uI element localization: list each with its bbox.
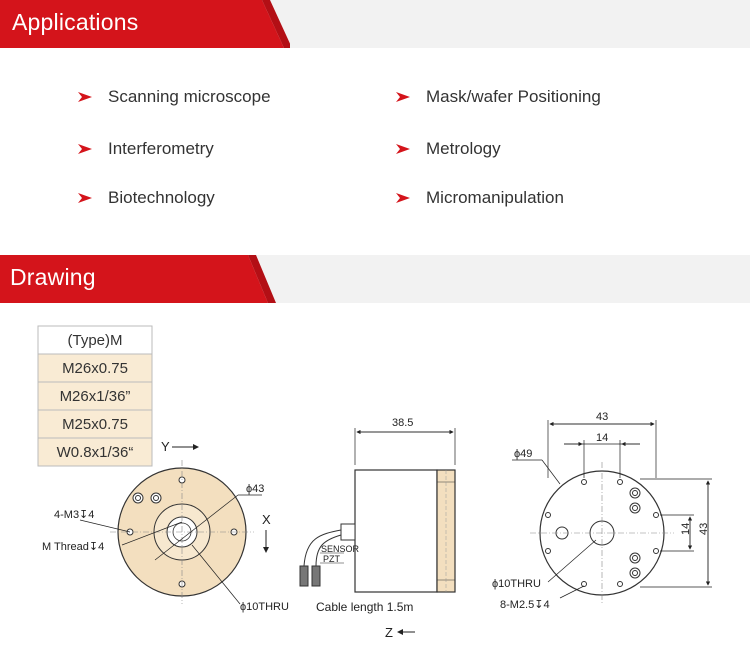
list-item: Mask/wafer Positioning xyxy=(426,87,601,106)
table-cell: W0.8x1/36“ xyxy=(57,444,134,461)
dimension-label: 14 xyxy=(680,523,692,535)
arrow-icon xyxy=(396,142,410,156)
applications-header: Applications xyxy=(0,0,750,48)
dimension-label: 43 xyxy=(698,523,710,535)
dimension-label: ϕ10THRU xyxy=(492,578,541,590)
table-cell: M25x0.75 xyxy=(62,416,128,433)
dimension-label: 4-M3↧4 xyxy=(54,509,94,521)
section-title: Drawing xyxy=(10,264,96,290)
axis-y-label: Y xyxy=(161,439,170,454)
dimension-label: 8-M2.5↧4 xyxy=(500,599,550,611)
list-item: Scanning microscope xyxy=(108,87,271,106)
arrow-icon xyxy=(396,90,410,104)
axis-z-label: Z xyxy=(385,625,393,640)
thread-type-table: (Type)M M26x0.75 M26x1/36” M25x0.75 W0.8… xyxy=(37,325,153,467)
table-cell: M26x1/36” xyxy=(60,388,131,405)
header-tab xyxy=(0,0,290,48)
list-item: Metrology xyxy=(426,139,501,158)
drawing-header: Drawing xyxy=(0,255,750,303)
dimension-label: 14 xyxy=(596,432,608,444)
back-view: ϕ49 43 14 14 43 ϕ10THRU 8-M2.5↧4 xyxy=(492,411,712,611)
arrow-icon xyxy=(78,90,92,104)
table-cell: M26x0.75 xyxy=(62,360,128,377)
cable-length-label: Cable length 1.5m xyxy=(316,600,413,614)
dimension-label: 38.5 xyxy=(392,417,413,429)
front-view: Y X ϕ43 4-M3↧4 M Thread↧4 ϕ10THRU xyxy=(42,439,289,613)
cable-label: SENSOR xyxy=(321,544,360,554)
dimension-label: M Thread↧4 xyxy=(42,541,104,553)
dimension-label: ϕ49 xyxy=(514,448,532,460)
header-tab xyxy=(0,255,276,303)
dimension-label: 43 xyxy=(596,411,608,423)
cable-label: PZT xyxy=(323,554,341,564)
arrow-icon xyxy=(396,191,410,205)
list-item: Biotechnology xyxy=(108,188,215,207)
side-view: SENSOR PZT 38.5 Cable length 1.5m Z xyxy=(299,417,456,640)
dimension-label: ϕ43 xyxy=(246,483,264,495)
list-item: Interferometry xyxy=(108,139,214,158)
section-title: Applications xyxy=(12,9,139,35)
table-header: (Type)M xyxy=(67,332,122,349)
arrow-icon xyxy=(78,142,92,156)
arrow-icon xyxy=(78,191,92,205)
axis-x-label: X xyxy=(262,512,271,527)
list-item: Micromanipulation xyxy=(426,188,564,207)
dimension-label: ϕ10THRU xyxy=(240,601,289,613)
